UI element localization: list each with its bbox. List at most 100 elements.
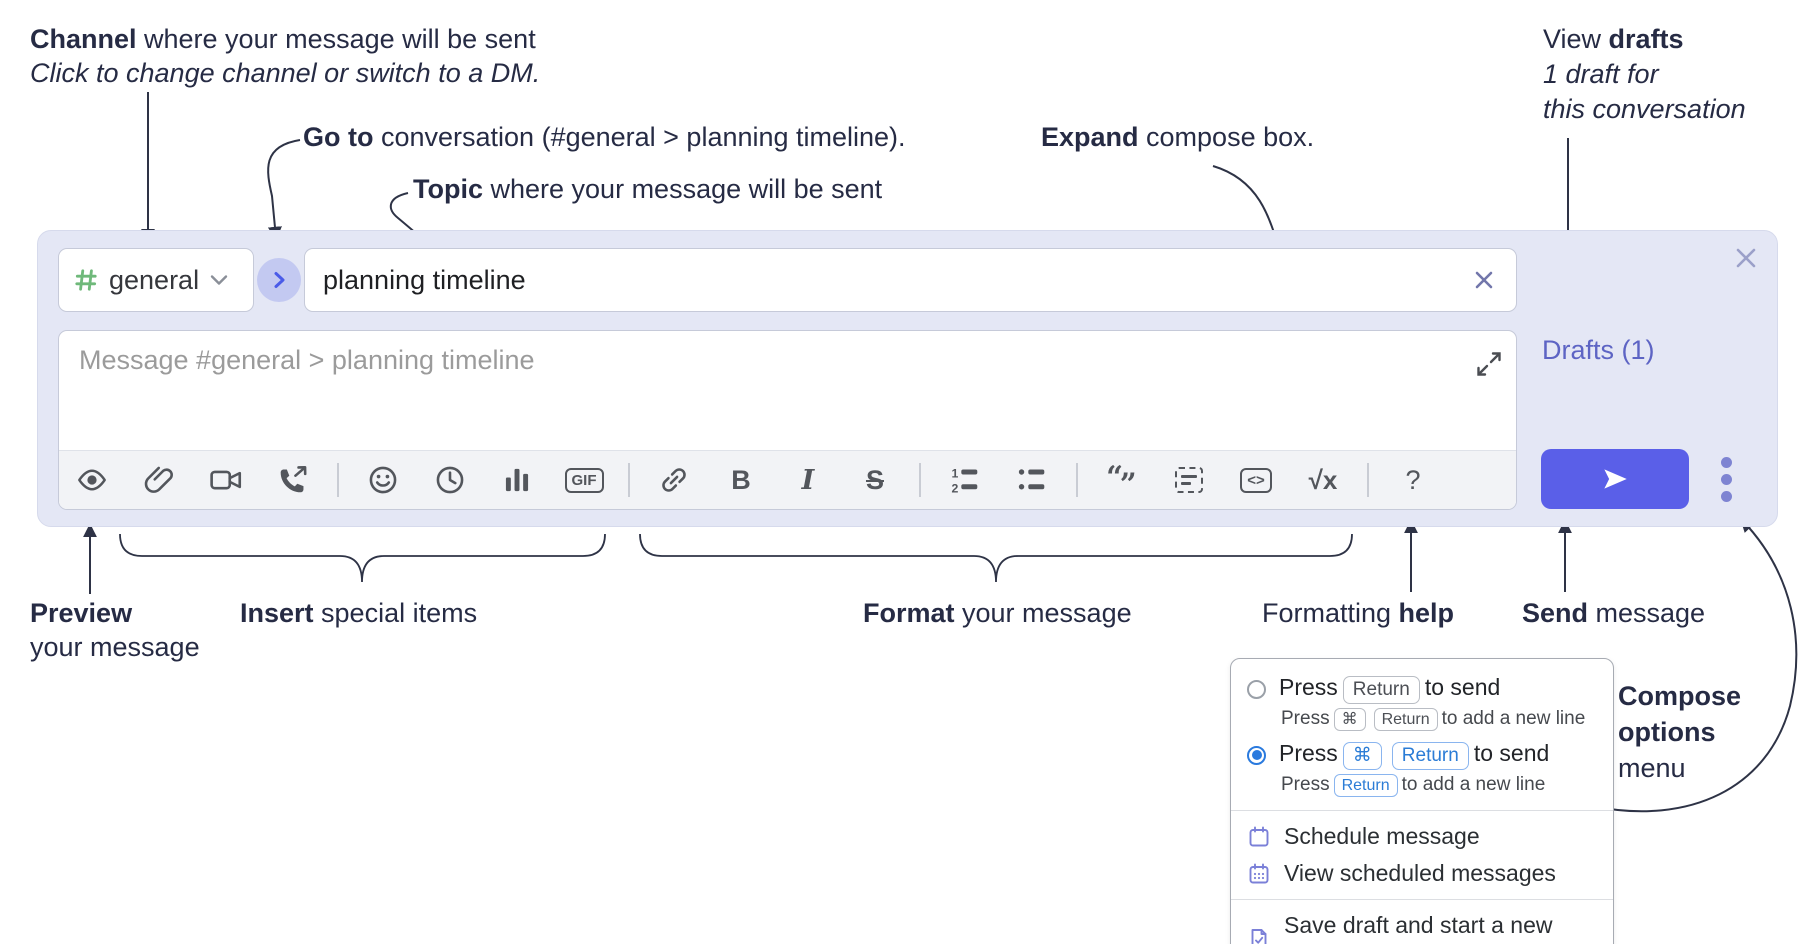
quote-icon: “” [1106, 465, 1137, 495]
link-button[interactable] [651, 459, 697, 501]
numbered-list-icon: 12 [951, 467, 978, 495]
close-compose-button[interactable] [1732, 244, 1760, 272]
compose-toolbar: GIF B I S [59, 450, 1516, 509]
bold-button[interactable]: B [718, 459, 764, 501]
bar-chart-icon [505, 468, 529, 492]
svg-text:”: ” [1120, 467, 1137, 495]
clear-topic-icon[interactable] [1470, 266, 1498, 294]
view-drafts-annotation: View drafts 1 draft for this conversatio… [1543, 24, 1746, 124]
code-icon: <> [1240, 467, 1272, 493]
gif-button[interactable]: GIF [561, 459, 607, 501]
kbd-return: Return [1391, 742, 1469, 770]
bulleted-list-button[interactable] [1009, 459, 1055, 501]
channel-name: general [109, 264, 200, 295]
expand-annotation: Expand compose box. [1041, 122, 1315, 152]
kbd-return: Return [1333, 774, 1398, 797]
overflow-menu-icon [1720, 456, 1732, 468]
preview-eye-icon [78, 469, 106, 491]
drafts-link[interactable]: Drafts (1) [1542, 335, 1655, 365]
toolbar-separator [1076, 463, 1078, 497]
radio-unselected-icon [1247, 679, 1266, 699]
go-to-conversation-icon [274, 272, 285, 288]
preview-annotation: Preview your message [30, 598, 200, 662]
italic-icon: I [801, 464, 815, 496]
poll-button[interactable] [494, 459, 540, 501]
bold-icon: B [731, 464, 751, 495]
kbd-cmd: ⌘ [1333, 708, 1366, 731]
save-draft-icon [1251, 929, 1267, 944]
bulleted-list-icon [1018, 469, 1045, 490]
format-brace [639, 533, 1353, 583]
expand-compose-button[interactable] [1474, 349, 1504, 379]
topic-input[interactable]: planning timeline [304, 248, 1517, 312]
message-input[interactable]: Message #general > planning timeline [59, 331, 1516, 451]
strikethrough-button[interactable]: S [852, 459, 898, 501]
channel-annotation: Channel where your message will be sent … [30, 24, 541, 88]
menu-item-schedule-message[interactable]: Schedule message [1231, 818, 1613, 855]
spoiler-icon [1175, 467, 1203, 493]
video-call-button[interactable] [203, 459, 249, 501]
calendar-grid-icon [1249, 863, 1269, 883]
svg-text:2: 2 [951, 481, 958, 495]
toolbar-separator [919, 463, 921, 497]
menu-item-save-draft[interactable]: Save draft and start a new message [1231, 907, 1613, 944]
attach-file-button[interactable] [136, 459, 182, 501]
send-button[interactable] [1541, 449, 1689, 509]
formatting-help-button[interactable]: ? [1390, 459, 1436, 501]
help-annotation: Formatting help [1262, 598, 1455, 628]
topic-value: planning timeline [323, 264, 526, 295]
hash-icon [75, 269, 97, 291]
kbd-return: Return [1342, 676, 1420, 704]
compose-options-annotation: Compose options menu [1618, 681, 1742, 783]
voice-call-button[interactable] [270, 459, 316, 501]
menu-divider [1231, 810, 1613, 811]
insert-brace [119, 533, 606, 583]
menu-item-view-scheduled[interactable]: View scheduled messages [1231, 855, 1613, 892]
toolbar-separator [1367, 463, 1369, 497]
video-camera-icon [210, 470, 242, 490]
phone-call-icon [280, 466, 307, 493]
toolbar-separator [337, 463, 339, 497]
spoiler-button[interactable] [1166, 459, 1212, 501]
channel-selector[interactable]: general [58, 248, 254, 312]
compose-options-button[interactable] [1710, 451, 1742, 507]
send-annotation: Send message [1522, 598, 1706, 628]
link-icon [662, 468, 686, 492]
gif-icon: GIF [564, 467, 604, 493]
clock-icon [436, 466, 464, 494]
menu-divider [1231, 899, 1613, 900]
expand-compose-icon [1477, 352, 1501, 376]
preview-message-button[interactable] [69, 459, 115, 501]
italic-button[interactable]: I [785, 459, 831, 501]
svg-text:1: 1 [951, 467, 958, 481]
message-placeholder: Message #general > planning timeline [79, 345, 535, 375]
send-icon [1604, 469, 1627, 489]
radio-selected-icon [1247, 745, 1266, 765]
quote-button[interactable]: “” [1099, 459, 1145, 501]
emoji-icon [369, 466, 397, 494]
format-annotation: Format your message [863, 598, 1132, 628]
chevron-down-icon [210, 275, 228, 285]
close-icon [1736, 248, 1756, 268]
help-icon: ? [1405, 464, 1421, 495]
math-icon: √x [1308, 464, 1338, 495]
kbd-cmd: ⌘ [1342, 742, 1382, 770]
goto-annotation: Go to conversation (#general > planning … [303, 122, 906, 152]
paperclip-icon [144, 466, 173, 493]
svg-text:“: “ [1106, 465, 1123, 494]
kbd-return: Return [1373, 708, 1438, 731]
go-to-conversation-button[interactable] [257, 258, 301, 302]
topic-annotation: Topic where your message will be sent [413, 174, 883, 204]
emoji-button[interactable] [360, 459, 406, 501]
goto-connector [267, 139, 301, 241]
schedule-time-button[interactable] [427, 459, 473, 501]
calendar-icon [1249, 826, 1269, 846]
code-button[interactable]: <> [1233, 459, 1279, 501]
math-button[interactable]: √x [1300, 459, 1346, 501]
